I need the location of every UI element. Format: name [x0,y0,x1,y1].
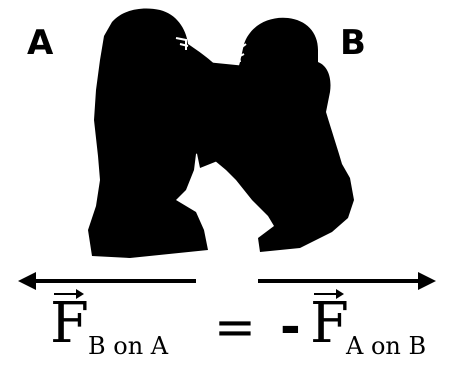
face-mask-b-icon [235,43,247,63]
arrow-right-icon [258,272,436,290]
player-a-label: A [27,23,54,63]
face-mask-a-icon [175,37,189,50]
subscript-b-on-a: B on A [88,332,169,360]
arrow-left-icon [18,272,196,290]
force-symbol-lhs: F [50,291,89,356]
player-b-label: B [340,23,366,63]
force-equation: F B on A = - F A on B [0,288,451,367]
equals-sign: = [214,298,256,356]
force-symbol-rhs: F [310,291,349,356]
minus-sign: - [280,298,301,356]
vector-arrow-icon [314,289,344,299]
vector-arrow-icon [54,289,84,299]
football-players-silhouette [18,8,436,290]
arms-overlap [186,60,250,168]
subscript-a-on-b: A on B [346,332,427,360]
